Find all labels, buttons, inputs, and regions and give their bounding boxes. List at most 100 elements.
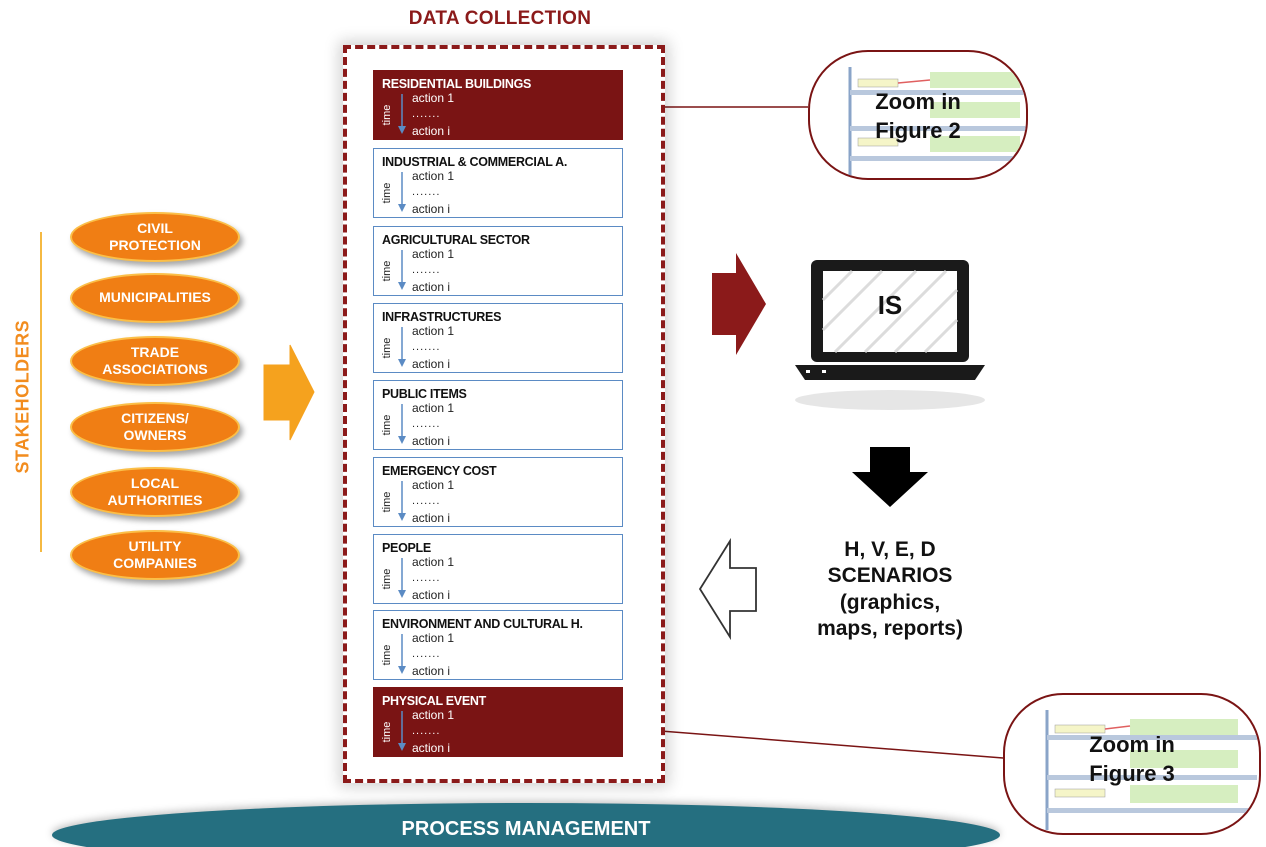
sector-first-action: action 1 [412, 708, 455, 722]
zoom-line: Figure 2 [875, 117, 961, 143]
sector-first-action: action 1 [412, 91, 455, 105]
sector-title: PEOPLE [382, 541, 431, 555]
time-arrow-icon [398, 558, 406, 598]
sector-ellipsis: ....... [412, 264, 441, 276]
stakeholder-line: CITIZENS/ [121, 409, 189, 426]
sector-ellipsis: ....... [412, 495, 441, 507]
scenarios-line: H, V, E, D [844, 538, 936, 561]
stakeholder-line: CIVIL [137, 219, 173, 236]
sector-first-action: action 1 [412, 169, 455, 183]
stakeholder-line: ASSOCIATIONS [102, 361, 208, 377]
zoom-figure2-bubble: Zoom in Figure 2 [808, 50, 1028, 180]
stakeholders-divider [40, 232, 42, 552]
stakeholder-line: OWNERS [123, 427, 187, 443]
time-arrow-icon [398, 404, 406, 444]
scenarios-text: H, V, E, D SCENARIOS (graphics, maps, re… [790, 537, 990, 642]
sector-title: EMERGENCY COST [382, 464, 497, 478]
sector-time-label: time [381, 104, 393, 126]
sector-ellipsis: ....... [412, 572, 441, 584]
sector-title: PUBLIC ITEMS [382, 387, 467, 401]
time-arrow-icon [398, 250, 406, 290]
time-arrow-icon [398, 327, 406, 367]
sector-time-label: time [381, 721, 393, 743]
sector-title: INFRASTRUCTURES [382, 310, 502, 324]
connector-line-figure3 [622, 727, 1004, 759]
scenarios-line: SCENARIOS [827, 564, 953, 588]
sector-first-action: action 1 [412, 401, 455, 415]
sector-time-label: time [381, 644, 393, 666]
sector-title: INDUSTRIAL & COMMERCIAL A. [382, 155, 568, 169]
process-management-band [52, 803, 1000, 847]
sector-last-action: action i [412, 664, 451, 678]
sector-first-action: action 1 [412, 247, 455, 261]
scenarios-line: (graphics, [839, 590, 941, 614]
time-arrow-icon [398, 481, 406, 521]
sector-box: ENVIRONMENT AND CULTURAL H. time action 1.… [373, 610, 623, 680]
process-management-label: PROCESS MANAGEMENT [401, 818, 651, 840]
sector-last-action: action i [412, 588, 451, 602]
sector-last-action: action i [412, 280, 451, 294]
sector-first-action: action 1 [412, 631, 455, 645]
sector-box: INFRASTRUCTURES time action 1....... action… [373, 303, 623, 373]
sector-time-label: time [381, 568, 393, 590]
sector-title: PHYSICAL EVENT [382, 694, 486, 708]
sector-last-action: action i [412, 511, 451, 525]
sector-first-action: action 1 [412, 478, 455, 492]
stakeholder-municipalities: MUNICIPALITIES [70, 273, 240, 323]
time-arrow-icon [398, 94, 406, 134]
stakeholder-citizens-owners: CITIZENS/OWNERS [70, 402, 240, 452]
stakeholder-line: MUNICIPALITIES [99, 289, 211, 306]
laptop-icon [795, 260, 985, 410]
sector-time-label: time [381, 260, 393, 282]
sector-last-action: action i [412, 202, 451, 216]
sector-time-label: time [381, 491, 393, 513]
sector-title: ENVIRONMENT AND CULTURAL H. [382, 617, 583, 631]
zoom-line: Figure 3 [1089, 760, 1175, 786]
sector-time-label: time [381, 182, 393, 204]
stakeholder-line: UTILITY [128, 537, 182, 554]
time-arrow-icon [398, 172, 406, 212]
sector-ellipsis: ....... [412, 186, 441, 198]
sector-time-label: time [381, 414, 393, 436]
zoom-figure3-bubble: Zoom in Figure 3 [1003, 693, 1261, 835]
time-arrow-icon [398, 711, 406, 751]
sector-ellipsis: ....... [412, 648, 441, 660]
to-is-arrow-icon [712, 253, 766, 355]
scenarios-line: maps, reports) [817, 616, 963, 640]
sector-box: INDUSTRIAL & COMMERCIAL A. time action 1..… [373, 148, 623, 218]
stakeholder-line: COMPANIES [113, 555, 197, 571]
is-label: IS [877, 290, 903, 320]
zoom-figure2-thumbnail [848, 67, 1026, 177]
stakeholders-arrow-icon [263, 344, 315, 441]
zoom-figure3-thumbnail [1045, 710, 1257, 830]
stakeholders-label: STAKEHOLDERS [12, 319, 33, 474]
sector-ellipsis: ....... [412, 341, 441, 353]
back-arrow-icon [698, 537, 757, 641]
zoom-line: Zoom in [1089, 732, 1175, 757]
sector-first-action: action 1 [412, 324, 455, 338]
down-arrow-icon [852, 447, 928, 507]
sector-box: RESIDENTIAL BUILDINGS time action 1.......… [373, 70, 623, 140]
sector-ellipsis: ....... [412, 108, 441, 120]
sector-last-action: action i [412, 357, 451, 371]
stakeholder-line: PROTECTION [109, 237, 201, 253]
zoom-figure2-text: Zoom in Figure 2 [810, 88, 1026, 145]
sector-time-label: time [381, 337, 393, 359]
sector-box: EMERGENCY COST time action 1....... action … [373, 457, 623, 527]
sector-last-action: action i [412, 434, 451, 448]
zoom-line: Zoom in [875, 89, 961, 114]
stakeholder-line: AUTHORITIES [107, 492, 203, 508]
sector-last-action: action i [412, 124, 451, 138]
sector-ellipsis: ....... [412, 418, 441, 430]
sector-title: RESIDENTIAL BUILDINGS [382, 77, 532, 91]
time-arrow-icon [398, 634, 406, 674]
stakeholder-line: LOCAL [130, 474, 180, 491]
